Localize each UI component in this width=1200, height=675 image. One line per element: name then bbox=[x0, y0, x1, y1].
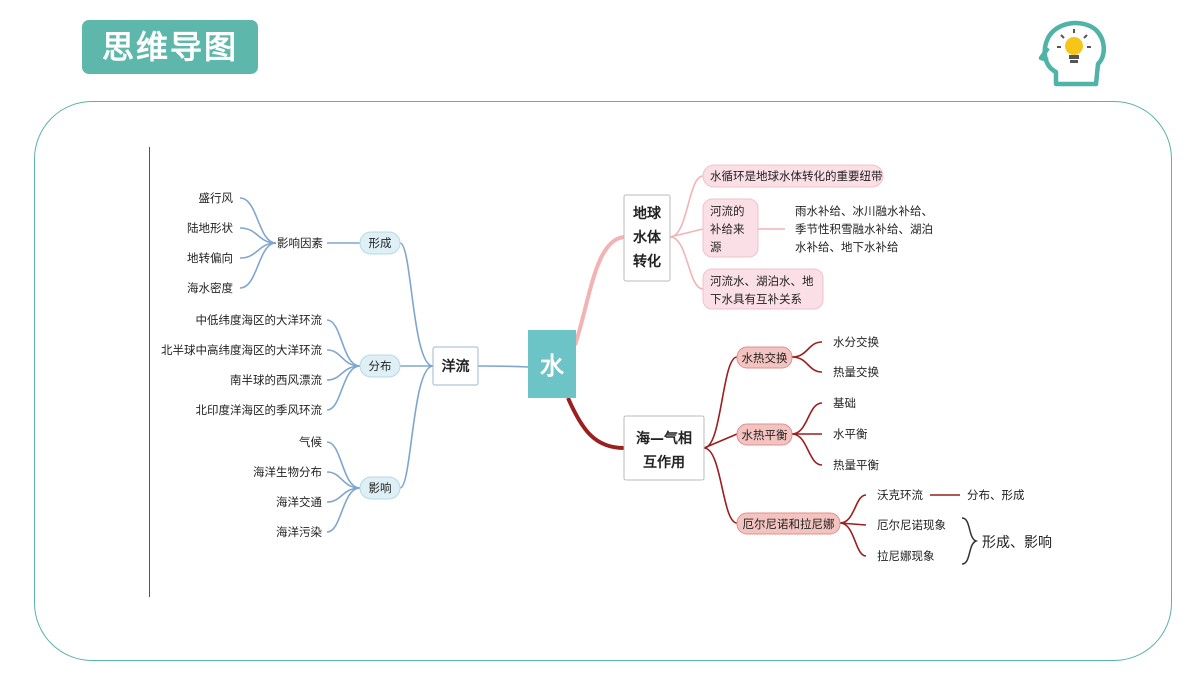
left-root-node bbox=[432, 346, 479, 386]
top-item-text: 下水具有互补关系 bbox=[710, 292, 802, 306]
bottom-group-node bbox=[736, 423, 793, 446]
bottom-connectors bbox=[703, 341, 960, 557]
top-root-label: 水体 bbox=[633, 229, 662, 246]
top-item-text: 河流水、湖泊水、地 bbox=[710, 274, 814, 288]
top-item-text: 水循环是地球水体转化的重要纽带 bbox=[710, 169, 883, 183]
leaf-text: 北印度洋海区的季风环流 bbox=[196, 403, 323, 417]
left-branch-node bbox=[359, 231, 401, 255]
leaf-text: 南半球的西风漂流 bbox=[230, 373, 322, 387]
top-item-text: 源 bbox=[710, 240, 722, 254]
bottom-root-node bbox=[623, 415, 705, 481]
divider-line bbox=[149, 147, 150, 597]
center-node bbox=[528, 330, 576, 398]
left-connectors bbox=[239, 197, 529, 533]
leaf-text: 中低纬度海区的大洋环流 bbox=[196, 313, 323, 327]
mind-map: 水 洋流 形成 分布 影响 影响因素 盛行风 陆地形状 地转偏向 海水密度 中低… bbox=[161, 164, 1052, 565]
top-item-node bbox=[702, 268, 824, 310]
top-root-label: 转化 bbox=[633, 253, 661, 270]
sub-branch-label: 影响因素 bbox=[277, 236, 323, 250]
leaf-text: 热量平衡 bbox=[833, 458, 879, 472]
leaf-text: 海洋污染 bbox=[276, 525, 322, 539]
branch-label: 分布 bbox=[369, 359, 392, 373]
top-connectors bbox=[669, 175, 785, 290]
left-root-label: 洋流 bbox=[442, 358, 470, 375]
top-item-node bbox=[702, 198, 759, 258]
leaf-text: 海洋交通 bbox=[276, 495, 322, 509]
leaf-text: 水平衡 bbox=[833, 427, 868, 441]
detail-text: 雨水补给、冰川融水补给、 bbox=[795, 204, 933, 218]
top-item-node bbox=[702, 164, 884, 188]
head-lightbulb-icon bbox=[1038, 20, 1106, 87]
leaf-text: 气候 bbox=[299, 435, 322, 449]
center-label: 水 bbox=[540, 352, 565, 380]
top-item-text: 河流的 bbox=[710, 204, 745, 218]
brace-note: 形成、影响 bbox=[982, 535, 1052, 551]
detail-text: 水补给、地下水补给 bbox=[795, 240, 899, 254]
group-label: 水热平衡 bbox=[742, 428, 788, 442]
bottom-main-connector bbox=[566, 397, 625, 450]
walker-note: 分布、形成 bbox=[967, 488, 1025, 502]
leaf-text: 陆地形状 bbox=[187, 221, 233, 235]
group-label: 厄尔尼诺和拉尼娜 bbox=[743, 517, 835, 531]
top-item-text: 补给来 bbox=[710, 222, 745, 236]
page-title: 思维导图 bbox=[82, 20, 258, 74]
leaf-text: 热量交换 bbox=[833, 365, 879, 379]
bottom-root-label: 海—气相 bbox=[636, 430, 692, 447]
leaf-text: 基础 bbox=[833, 396, 856, 410]
branch-label: 影响 bbox=[369, 481, 392, 495]
brace bbox=[961, 517, 979, 565]
leaf-text: 海洋生物分布 bbox=[253, 465, 322, 479]
leaf-text: 厄尔尼诺现象 bbox=[877, 518, 946, 532]
bottom-group-node bbox=[736, 346, 793, 369]
content-frame bbox=[34, 101, 1172, 661]
group-label: 水热交换 bbox=[742, 351, 788, 365]
leaf-text: 海水密度 bbox=[187, 281, 233, 295]
leaf-text: 地转偏向 bbox=[187, 251, 233, 265]
branch-label: 形成 bbox=[369, 236, 392, 250]
leaf-text: 水分交换 bbox=[833, 335, 879, 349]
leaf-text: 盛行风 bbox=[199, 191, 234, 205]
bottom-root-label: 互作用 bbox=[643, 454, 685, 471]
top-root-label: 地球 bbox=[633, 205, 662, 222]
leaf-text: 沃克环流 bbox=[877, 488, 923, 502]
leaf-text: 拉尼娜现象 bbox=[877, 549, 935, 563]
top-main-connector bbox=[573, 235, 625, 346]
bottom-group-node bbox=[736, 512, 841, 535]
left-branch-node bbox=[359, 354, 401, 378]
leaf-text: 北半球中高纬度海区的大洋环流 bbox=[161, 343, 322, 357]
detail-text: 季节性积雪融水补给、湖泊 bbox=[795, 222, 933, 236]
top-root-node bbox=[623, 194, 671, 282]
left-branch-node bbox=[359, 476, 401, 500]
